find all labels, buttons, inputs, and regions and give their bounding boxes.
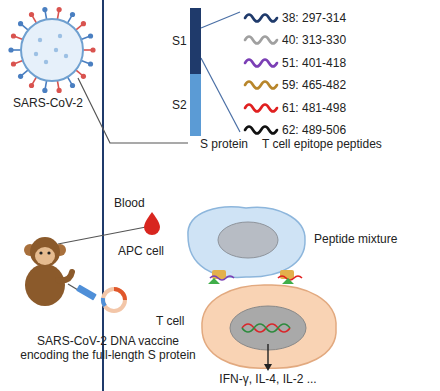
spike-head (57, 7, 62, 12)
peptide-squiggles (245, 15, 277, 134)
virus-dot (64, 54, 68, 58)
spike-head (70, 12, 75, 17)
virus-dot (54, 48, 58, 52)
virus-body (21, 19, 83, 81)
spike-head (88, 61, 93, 66)
monkey-body (25, 264, 65, 306)
virus-label: SARS-CoV-2 (3, 96, 93, 110)
s1-domain: S1 (165, 8, 201, 74)
blood-drop (144, 212, 160, 235)
bracket-line (201, 58, 240, 132)
plasmid-ring (103, 289, 125, 311)
virus-dot (34, 52, 38, 56)
t-cell-body (202, 285, 336, 368)
domain-label: S2 (172, 98, 187, 112)
needle (68, 284, 78, 290)
peptide-label: 40: 313-330 (282, 33, 346, 47)
peptide-squiggle (245, 60, 277, 67)
peptide-squiggle (245, 105, 277, 112)
spike-head (8, 47, 13, 52)
vaccine-label: SARS-CoV-2 DNA vaccine encoding the full… (8, 334, 208, 362)
spike-head (18, 21, 23, 26)
cytokine-label: IFN-γ, IL-4, IL-2 ... (200, 372, 336, 386)
cell-label: T cell (156, 314, 184, 328)
syringe-icon (68, 284, 97, 300)
leader-line (78, 78, 188, 143)
spike-head (88, 33, 93, 38)
group-label: T cell epitope peptides (262, 137, 382, 151)
protein-bar (190, 74, 201, 136)
cell-label: APC cell (118, 244, 164, 258)
spike-head (70, 83, 75, 88)
plasmid-icon (103, 289, 125, 311)
dna-strand (242, 324, 290, 332)
monkey-eye (39, 251, 42, 254)
plasmid-insert (114, 289, 125, 300)
peptide-label: 62: 489-506 (282, 123, 346, 137)
arrow-head (264, 364, 272, 371)
monkey-head (30, 237, 60, 267)
monkey-eye (47, 251, 50, 254)
syringe-barrel (76, 284, 97, 300)
divider-line (102, 0, 104, 391)
spike-head (42, 88, 47, 93)
monkey-figure (24, 237, 72, 306)
peptide-squiggle (245, 15, 277, 22)
spike-head (11, 33, 16, 38)
peptide-squiggle (245, 37, 277, 44)
tcr-receptor (208, 278, 294, 284)
peptide-label: 59: 465-482 (282, 78, 346, 92)
peptide-label: 51: 401-418 (282, 56, 346, 70)
spike-head (29, 83, 34, 88)
spike-head (57, 88, 62, 93)
spike-head (42, 7, 47, 12)
leader-line (58, 227, 146, 244)
plasmid-marker (103, 298, 105, 306)
virus-dot (38, 38, 42, 42)
mixture-label: Peptide mixture (314, 232, 397, 246)
sample-label: Blood (114, 196, 145, 210)
virus-dot (44, 60, 48, 64)
bracket-line (201, 12, 240, 28)
apc-body (188, 207, 305, 278)
peptide-squiggle (245, 82, 277, 89)
protein-bar (190, 8, 201, 74)
peptide-label: 38: 297-314 (282, 11, 346, 25)
spike-head (81, 74, 86, 79)
spike-head (11, 61, 16, 66)
protein-label: S protein (200, 137, 248, 151)
spike-head (29, 12, 34, 17)
apc-nucleus (218, 222, 278, 258)
virus-illustration (8, 7, 95, 93)
t-cell-nucleus (230, 306, 306, 350)
monkey-face (35, 247, 55, 265)
bound-peptide (278, 276, 302, 280)
spike-head (90, 47, 95, 52)
monkey-arm (58, 272, 72, 280)
peptide-label: 61: 481-498 (282, 101, 346, 115)
spike-head (18, 74, 23, 79)
peptide-squiggle (245, 127, 277, 134)
virus-dot (58, 34, 62, 38)
domain-label: S1 (172, 34, 187, 48)
output-arrow (267, 344, 268, 366)
dna-strand (242, 324, 290, 332)
mhc-receptor (212, 270, 226, 279)
spike-head (81, 21, 86, 26)
mhc-receptor (280, 270, 294, 279)
s2-domain: S2 (165, 74, 201, 136)
